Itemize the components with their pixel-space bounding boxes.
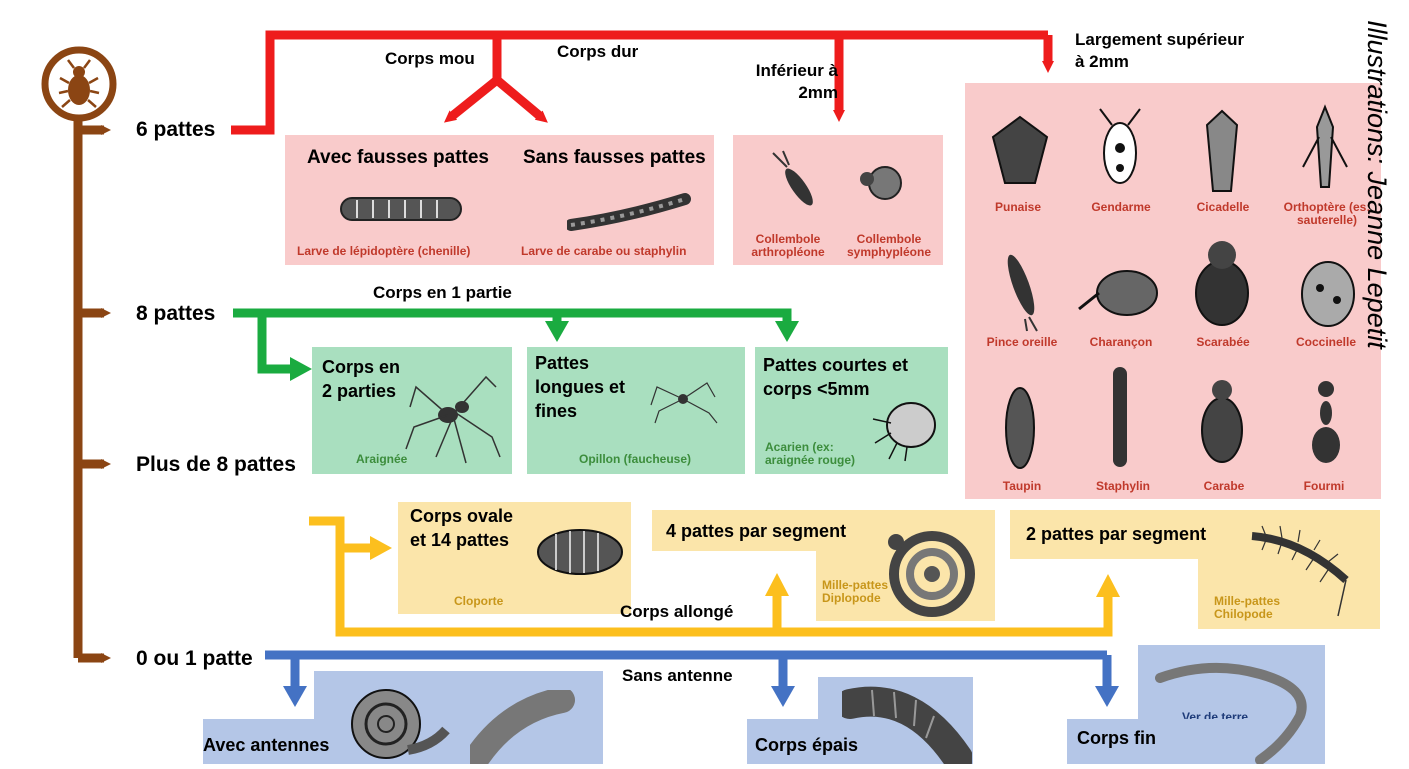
brown-trunk	[78, 100, 104, 658]
woodlouse-icon	[534, 522, 626, 587]
label-hard-body: Corps dur	[557, 42, 638, 62]
chilopod-icon	[1242, 520, 1372, 625]
larva-right-title: Sans fausses pattes	[523, 146, 706, 170]
woodlouse-box: Corps ovale et 14 pattes Cloporte	[398, 502, 631, 614]
caterpillar-icon	[337, 190, 467, 235]
caption-scarabee: Scarabée	[1187, 336, 1259, 349]
coccinelle-icon	[1295, 248, 1361, 339]
harvestman-title: Pattes longues et fines	[535, 351, 635, 423]
harvestman-icon	[649, 375, 719, 430]
chilopod-title: 2 pattes par segment	[1026, 522, 1206, 546]
caption-beetle-larva: Larve de carabe ou staphylin	[521, 245, 686, 258]
caption-carabe: Carabe	[1189, 480, 1259, 493]
mite-box: Pattes courtes et corps <5mm Acarien (ex…	[755, 347, 948, 474]
staphylin-icon	[1095, 359, 1145, 480]
thin-body-title: Corps fin	[1077, 726, 1156, 750]
label-one-part-body: Corps en 1 partie	[373, 283, 512, 303]
caption-mite: Acarien (ex: araignée rouge)	[765, 441, 875, 467]
mite-icon	[867, 393, 945, 468]
caption-pince-oreille: Pince oreille	[979, 336, 1065, 349]
harvestman-box: Pattes longues et fines Opillon (faucheu…	[527, 347, 745, 474]
larva-left-title: Avec fausses pattes	[307, 146, 489, 170]
fourmi-icon	[1290, 373, 1360, 474]
caption-symphypleona: Collembole symphypléone	[839, 233, 939, 259]
larvae-box: Avec fausses pattes Sans fausses pattes …	[285, 135, 714, 265]
caption-gendarme: Gendarme	[1083, 201, 1159, 214]
woodlouse-title: Corps ovale et 14 pattes	[410, 504, 528, 552]
diplopod-icon	[878, 518, 980, 625]
caption-fourmi: Fourmi	[1289, 480, 1359, 493]
caption-harvestman: Opillon (faucheuse)	[579, 453, 691, 466]
cicadelle-icon	[1197, 105, 1247, 200]
insects-box: Punaise Gendarme Cicadelle Orthoptère (e…	[965, 83, 1381, 499]
level-eight-legs: 8 pattes	[136, 302, 215, 326]
level-six-legs: 6 pattes	[136, 118, 215, 142]
orthoptere-icon	[1295, 97, 1355, 198]
carabe-icon	[1187, 368, 1257, 473]
diplopod-title: 4 pattes par segment	[666, 519, 846, 543]
spider-box: Corps en 2 parties Araignée	[312, 347, 512, 474]
earthworm-icon	[1150, 652, 1320, 769]
illustration-credit: Illustrations: Jeanne Lepetit	[1361, 20, 1392, 349]
label-elongated-body: Corps allongé	[620, 602, 733, 622]
grub-icon	[842, 680, 972, 769]
caption-staphylin: Staphylin	[1083, 480, 1163, 493]
caption-caterpillar: Larve de lépidoptère (chenille)	[297, 245, 470, 258]
caption-punaise: Punaise	[983, 201, 1053, 214]
level-more-legs: Plus de 8 pattes	[136, 453, 296, 477]
symphypleona-icon	[851, 157, 911, 212]
label-soft-body: Corps mou	[385, 49, 475, 69]
label-small-size: Inférieur à 2mm	[748, 60, 838, 104]
caption-coccinelle: Coccinelle	[1283, 336, 1369, 349]
antenna-title: Avec antennes	[203, 733, 307, 757]
arthropleona-icon	[763, 147, 833, 222]
slug-icon	[470, 690, 580, 769]
charancon-icon	[1075, 253, 1165, 338]
caption-cicadelle: Cicadelle	[1187, 201, 1259, 214]
caption-spider: Araignée	[356, 453, 407, 466]
caption-taupin: Taupin	[987, 480, 1057, 493]
pince-oreille-icon	[985, 233, 1055, 338]
snail-icon	[346, 680, 456, 769]
caption-woodlouse: Cloporte	[454, 595, 503, 608]
beetle-icon	[38, 43, 120, 125]
caption-arthropleona: Collembole arthropléone	[743, 233, 833, 259]
level-no-legs: 0 ou 1 patte	[136, 647, 253, 671]
collembola-box: Collembole arthropléone Collembole symph…	[733, 135, 943, 265]
caption-charancon: Charançon	[1081, 336, 1161, 349]
label-no-antenna: Sans antenne	[622, 666, 733, 686]
punaise-icon	[985, 111, 1055, 196]
spider-icon	[396, 357, 506, 472]
red-connectors	[231, 35, 1048, 130]
label-large-size: Largement supérieur à 2mm	[1075, 29, 1245, 73]
taupin-icon	[995, 373, 1045, 478]
gendarme-icon	[1090, 103, 1150, 198]
scarabee-icon	[1187, 233, 1257, 338]
beetle-larva-icon	[567, 187, 697, 236]
